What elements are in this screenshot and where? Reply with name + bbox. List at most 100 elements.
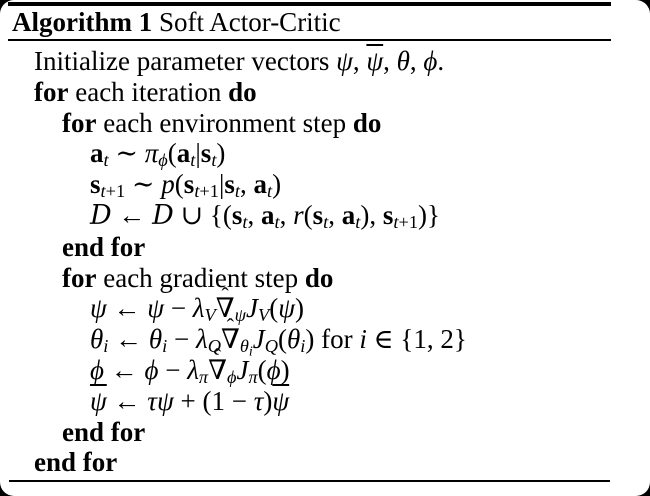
- math-subscript: +1: [105, 181, 126, 202]
- math-token: s: [224, 169, 235, 200]
- math-token: each iteration: [68, 76, 229, 107]
- math-subscript: θ: [239, 336, 249, 357]
- math-subscript: V: [204, 305, 216, 326]
- math-token: λ: [195, 324, 208, 355]
- math-token: ∼: [125, 169, 162, 200]
- math-subscript: +1: [199, 181, 219, 202]
- algorithm-line: Initialize parameter vectors ψ, ψ, θ, ϕ.: [0, 46, 650, 77]
- math-token: i: [359, 324, 367, 355]
- math-token: θ: [148, 324, 163, 355]
- math-token: for: [34, 76, 69, 107]
- math-token: ϕ: [144, 354, 159, 385]
- math-token: ψ: [336, 46, 353, 76]
- algorithm-line: for each iteration do: [0, 77, 650, 108]
- algorithm-line: end for: [0, 447, 650, 478]
- math-token: a: [261, 199, 275, 230]
- math-token: a: [176, 138, 191, 169]
- nabla-symbol: ∇: [220, 324, 240, 355]
- math-token: end for: [34, 447, 118, 478]
- math-token: s: [183, 169, 195, 200]
- math-subscript: Q: [207, 336, 221, 357]
- math-subscript: t: [103, 150, 109, 171]
- math-token: ): [272, 169, 282, 200]
- math-token: + (: [173, 385, 212, 416]
- math-token: (: [303, 199, 313, 230]
- math-token: ): [294, 293, 304, 324]
- math-token: ): [305, 324, 322, 355]
- math-token: ←: [108, 324, 149, 355]
- math-token: each environment step: [96, 107, 353, 138]
- math-token: D: [152, 199, 174, 231]
- math-token: ∼: [108, 138, 145, 169]
- math-token: −: [158, 354, 188, 385]
- math-token: (: [167, 138, 177, 169]
- algorithm-line: st+1 ∼ p(st+1|st, at): [0, 169, 650, 200]
- math-token: ,: [409, 46, 424, 76]
- algorithm-title: Soft Actor-Critic: [158, 7, 341, 37]
- math-token: do: [352, 107, 382, 138]
- math-token: ←: [103, 354, 145, 385]
- algorithm-label: Algorithm 1: [12, 7, 153, 37]
- math-subscript: t: [267, 181, 273, 202]
- math-subscript: t: [211, 150, 217, 171]
- math-subscript: V: [257, 305, 270, 326]
- math-token: s: [90, 169, 101, 200]
- math-token: a: [341, 199, 356, 230]
- math-subscript: π: [248, 367, 258, 388]
- math-token: end for: [62, 416, 146, 447]
- math-subscript: ψ: [234, 305, 246, 326]
- math-token: ϕ: [423, 46, 438, 76]
- math-token: a: [253, 169, 268, 200]
- math-token: J: [236, 354, 249, 385]
- math-subscript: i: [103, 336, 109, 357]
- math-token: ψ: [278, 293, 295, 324]
- math-subscript: ϕ: [226, 367, 237, 388]
- math-subscript: Q: [264, 336, 278, 357]
- math-token: (: [174, 169, 184, 200]
- math-token: (: [257, 354, 267, 385]
- math-token: λ: [192, 293, 205, 324]
- math-token: J: [252, 324, 265, 355]
- math-token: ←: [111, 199, 153, 230]
- math-token: ,: [383, 46, 397, 76]
- math-subscript: +1: [398, 212, 419, 233]
- math-token: p: [161, 169, 175, 200]
- algorithm-header: Algorithm 1 Soft Actor-Critic: [12, 7, 341, 37]
- math-token: ψ: [90, 293, 107, 324]
- math-token: each gradient step: [96, 262, 305, 293]
- math-token: ϕ: [266, 354, 281, 385]
- nabla-hat-symbol: ˆ∇: [216, 284, 235, 324]
- hat-accent: ˆ: [226, 313, 234, 338]
- math-token: τ: [147, 385, 157, 416]
- algorithm-line: end for: [0, 417, 650, 448]
- math-token: ∪ {(: [173, 199, 232, 230]
- math-token: ): [263, 385, 273, 416]
- math-token: ): [280, 354, 290, 385]
- math-token: for: [321, 324, 360, 355]
- math-subscript: i: [248, 343, 253, 360]
- math-token: ←: [106, 385, 148, 416]
- math-token: D: [90, 199, 112, 231]
- math-token: ψ: [147, 293, 165, 324]
- math-token: 1: [211, 385, 225, 416]
- math-subscript: t: [190, 150, 196, 171]
- math-subscript: t: [194, 181, 200, 202]
- math-token: ,: [328, 199, 342, 230]
- math-token: |: [195, 138, 201, 169]
- math-token: λ: [187, 354, 199, 385]
- hat-accent: ˆ: [213, 344, 222, 369]
- math-token: do: [304, 262, 334, 293]
- math-token: τ: [253, 385, 264, 416]
- math-token: .: [437, 46, 445, 76]
- math-token: )}: [418, 199, 440, 230]
- math-token: s: [382, 199, 394, 230]
- algorithm-line: at ∼ πϕ(at|st): [0, 138, 650, 169]
- math-subscript: t: [393, 212, 399, 233]
- math-token: a: [90, 138, 104, 169]
- math-token: −: [164, 293, 193, 324]
- math-token: ,: [247, 199, 262, 230]
- math-subscript: π: [198, 367, 209, 388]
